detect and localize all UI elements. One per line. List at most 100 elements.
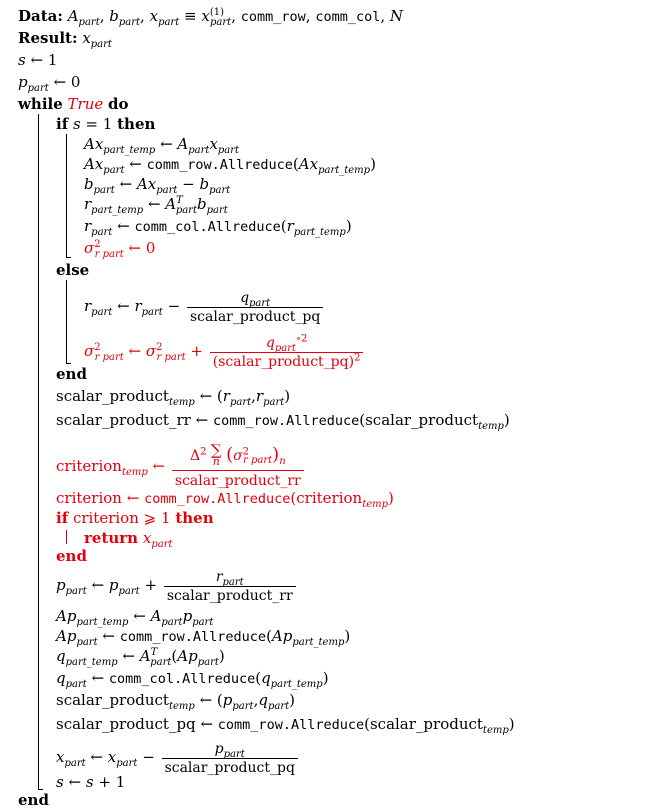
- assign-arrow: ←: [133, 607, 146, 625]
- assign-arrow: ←: [199, 691, 213, 709]
- paren: ): [272, 443, 280, 465]
- line-ap-temp: Appart_temp ← Apartppart: [56, 606, 213, 628]
- var-s: s: [72, 115, 81, 133]
- var-ax: Ax: [298, 155, 319, 173]
- sub-part: part: [175, 205, 197, 216]
- paren: (: [364, 715, 370, 733]
- assign-arrow: ←: [117, 297, 130, 315]
- sub-part: part: [118, 586, 140, 597]
- sub-temp: temp: [482, 725, 509, 736]
- assign-arrow: ←: [129, 155, 142, 173]
- var-q: q: [265, 334, 275, 351]
- sub-r-part: r part: [156, 352, 186, 363]
- sub-part: part: [263, 397, 285, 408]
- sup-1: (1): [209, 7, 225, 18]
- line-end-criterion: end: [56, 546, 87, 566]
- sub-part: part: [116, 758, 138, 769]
- var-x: x: [107, 748, 117, 766]
- line-b-update: bpart ← Axpart − bpart: [84, 174, 230, 196]
- fraction: rpart scalar_product_rr: [163, 568, 296, 605]
- assign-arrow: ←: [126, 489, 140, 507]
- assign-arrow: ←: [128, 342, 142, 360]
- assign-arrow: ←: [68, 773, 82, 791]
- assign-arrow: ←: [147, 195, 161, 213]
- paren: ): [284, 387, 291, 405]
- paren: ): [508, 715, 515, 733]
- while-block-tick: [38, 789, 43, 790]
- sub-part: part: [93, 185, 115, 196]
- equiv-sign: ≡: [184, 7, 197, 25]
- var-a: A: [165, 195, 177, 213]
- var-a: A: [67, 7, 79, 25]
- paren: (: [359, 411, 366, 429]
- ge-sign: ⩾: [143, 509, 157, 527]
- eq-sign: =: [85, 115, 98, 133]
- num: 1: [47, 51, 58, 69]
- sub-part: part: [274, 342, 297, 354]
- var-r: r: [134, 297, 142, 315]
- sub-part: part: [267, 701, 290, 712]
- var-r: r: [222, 387, 230, 405]
- sup-circ2: ∘2: [296, 332, 308, 344]
- sub-part: part: [64, 758, 86, 769]
- line-r-temp: rpart_temp ← ATpartbpart: [84, 194, 228, 216]
- sup-t: T: [176, 195, 183, 206]
- kw-end: end: [56, 547, 87, 565]
- var-ax: Ax: [84, 155, 104, 173]
- line-if-s1: if s = 1 then: [56, 114, 155, 134]
- minus-sign: −: [142, 748, 155, 766]
- assign-arrow: ←: [91, 576, 105, 594]
- var-b: b: [109, 7, 119, 25]
- sub-part-temp: part_temp: [65, 657, 118, 668]
- allreduce-row: comm_row.Allreduce: [217, 717, 365, 733]
- var-q: q: [56, 669, 66, 687]
- scalar-product-pq: scalar_product_pq: [218, 353, 349, 370]
- result-label: Result:: [18, 29, 78, 47]
- plus-sign: +: [144, 576, 158, 594]
- sub-part: part: [206, 205, 228, 216]
- kw-end: end: [18, 791, 49, 809]
- kw-else: else: [56, 261, 90, 279]
- sub-part: part: [197, 657, 219, 668]
- var-ap: Ap: [56, 627, 77, 645]
- var-sigma: σ: [145, 342, 157, 360]
- var-b: b: [199, 175, 210, 193]
- paren: ): [322, 669, 329, 687]
- delta: Δ: [189, 447, 201, 464]
- var-a: A: [177, 135, 189, 153]
- var-x: x: [56, 748, 65, 766]
- sub-part: part: [229, 397, 252, 408]
- sub-part-temp: part_temp: [293, 227, 346, 238]
- paren: (: [226, 443, 234, 465]
- kw-if: if: [56, 115, 69, 133]
- var-sigma: σ: [233, 447, 243, 464]
- sub-part: part: [249, 297, 271, 309]
- line-return: return xpart: [84, 528, 173, 550]
- line-sp-pq-temp: scalar_producttemp ← (ppart,qpart): [56, 690, 295, 712]
- paren: ): [344, 627, 351, 645]
- kw-if: if: [56, 509, 69, 527]
- sup-t: T: [150, 647, 158, 658]
- kw-true: True: [67, 95, 104, 113]
- var-q: q: [240, 289, 250, 306]
- criterion: criterion: [56, 489, 122, 507]
- var-n: N: [389, 7, 404, 25]
- line-ax-temp: Axpart_temp ← Apartxpart: [84, 134, 239, 156]
- scalar-product-rr: scalar_product_rr: [56, 411, 191, 429]
- var-ap: Ap: [56, 607, 77, 625]
- var-x: x: [142, 529, 152, 547]
- minus-sign: −: [167, 297, 181, 315]
- sub-temp: temp: [121, 467, 148, 478]
- assign-arrow: ←: [91, 669, 105, 687]
- var-q: q: [261, 669, 271, 687]
- assign-arrow: ←: [200, 715, 214, 733]
- line-sigma-update: σ2r part ← σ2r part + qpart∘2 (scalar_pr…: [84, 332, 365, 370]
- then-block-rule: [66, 134, 67, 258]
- line-s-init: s ← 1: [18, 50, 57, 70]
- sub-part-temp: part_temp: [76, 617, 129, 628]
- var-r: r: [215, 568, 223, 585]
- line-if-criterion: if criterion ⩾ 1 then: [56, 508, 214, 528]
- assign-arrow: ←: [53, 73, 67, 91]
- sub-part: part: [158, 17, 180, 28]
- var-x: x: [209, 135, 218, 153]
